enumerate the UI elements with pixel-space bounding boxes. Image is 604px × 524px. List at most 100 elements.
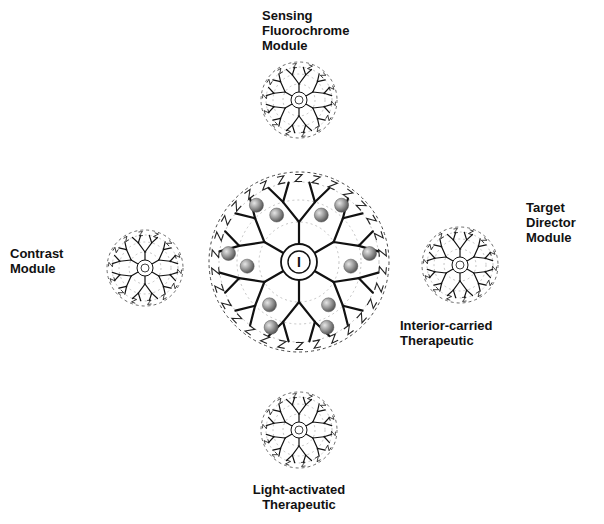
generation-shell — [427, 232, 493, 298]
dendrimer-branch — [334, 278, 359, 282]
dendrimer-branch — [313, 422, 324, 423]
dendrimer-branch — [306, 92, 313, 96]
dendrimer-branch — [324, 104, 332, 106]
dendrimer-branch — [159, 275, 170, 276]
dendrimer-branch — [343, 213, 363, 218]
dendrimer-branch — [359, 231, 373, 246]
dendrimer-branch — [279, 118, 281, 126]
dendrimer-branch — [453, 290, 455, 298]
surface-group — [379, 267, 387, 275]
dendrimer-branch — [281, 438, 286, 448]
dendrimer-branch — [159, 276, 164, 286]
dendrimer-outline — [261, 62, 337, 138]
dendrimer-branch — [306, 69, 312, 74]
surface-group — [328, 180, 337, 189]
dendrimer-branch — [152, 293, 158, 298]
dendrimer-branch — [324, 437, 329, 443]
dendrimer-branch — [306, 455, 312, 460]
dendrimer-branch — [292, 116, 299, 125]
dendrimer-branch — [467, 290, 473, 295]
surface-group — [267, 79, 272, 84]
dendrimer-branch — [306, 125, 312, 130]
surface-group — [215, 284, 224, 293]
surface-group — [118, 290, 124, 296]
surface-group — [379, 249, 387, 257]
surface-group — [433, 287, 439, 293]
dendrimer-branch — [303, 67, 305, 75]
surface-group — [313, 340, 321, 348]
core-center — [456, 261, 464, 269]
surface-group — [172, 283, 177, 288]
dendrimer-drawing — [255, 56, 343, 144]
dendrimer-branch — [120, 275, 131, 276]
dendrimer-branch — [264, 242, 283, 253]
surface-group — [292, 64, 296, 68]
dendrimer-branch — [132, 293, 138, 298]
dendrimer-outline — [107, 230, 183, 306]
surface-group — [110, 277, 115, 282]
dendrimer-branch — [292, 446, 299, 455]
dendrimer-branch — [298, 414, 299, 422]
therapeutic-sphere — [322, 298, 336, 312]
core-ring — [452, 257, 468, 273]
dendrimer-branch — [324, 87, 329, 93]
dendrimer-branch — [317, 410, 325, 412]
dendrimer-branch — [285, 422, 292, 426]
generation-shell — [283, 84, 315, 116]
dendrimer-branch — [285, 92, 292, 96]
surface-group — [296, 342, 303, 349]
dendrimer-branch — [299, 116, 306, 125]
surface-group — [272, 452, 278, 458]
dendrimer-branch — [474, 273, 479, 283]
dendrimer-branch — [299, 75, 306, 84]
dendrimer-branch — [273, 118, 281, 120]
dendrimer-branch — [239, 278, 264, 282]
dendrimer-branch — [478, 245, 486, 247]
dendrimer-branch — [324, 417, 329, 423]
dendrimer-branch — [453, 240, 460, 249]
surface-group — [315, 456, 321, 462]
dendrimer-branch — [467, 269, 474, 273]
dendrimer-branch — [485, 269, 493, 271]
dendrimer-branch — [112, 272, 120, 274]
surface-group — [166, 240, 172, 246]
dendrimer-branch — [281, 108, 286, 118]
dendrimer-branch — [317, 80, 325, 82]
dendrimer-branch — [273, 410, 281, 412]
dendrimer-branch — [485, 258, 493, 260]
dendrimer-branch — [285, 434, 292, 438]
therapeutic-sphere — [320, 320, 334, 334]
dendrimer-branch — [220, 273, 239, 278]
surface-group — [439, 233, 445, 239]
dendrimer-branch — [163, 286, 171, 288]
dendrimer-branch — [430, 252, 435, 258]
surface-group — [264, 439, 269, 444]
surface-group — [344, 325, 354, 335]
dendrimer-branch — [299, 202, 315, 222]
surface-group — [343, 189, 353, 199]
dendrimer-branch — [274, 422, 285, 423]
surface-group — [222, 300, 232, 310]
surface-group — [453, 229, 457, 233]
surface-group — [264, 109, 269, 114]
dendrimer-branch — [152, 237, 158, 242]
dendrimer-branch — [131, 272, 138, 276]
surface-group — [468, 230, 473, 235]
dendrimer-branch — [115, 255, 120, 261]
dendrimer-branch — [125, 286, 127, 294]
dendrimer-branch — [283, 183, 289, 202]
dendrimer-branch — [435, 272, 446, 273]
dendrimer-branch — [281, 412, 286, 422]
dendrimer-branch — [144, 252, 145, 260]
generation-shell — [283, 414, 315, 446]
dendrimer-branch — [279, 448, 281, 456]
surface-group — [375, 283, 384, 292]
surface-group — [301, 462, 305, 466]
dendrimer-branch — [442, 273, 447, 283]
therapeutic-sphere — [262, 298, 276, 312]
dendrimer-branch — [309, 183, 315, 202]
dendrimer-branch — [163, 242, 165, 250]
surface-group — [312, 176, 320, 184]
surface-group — [481, 237, 487, 243]
dendrimer-branch — [298, 84, 299, 92]
